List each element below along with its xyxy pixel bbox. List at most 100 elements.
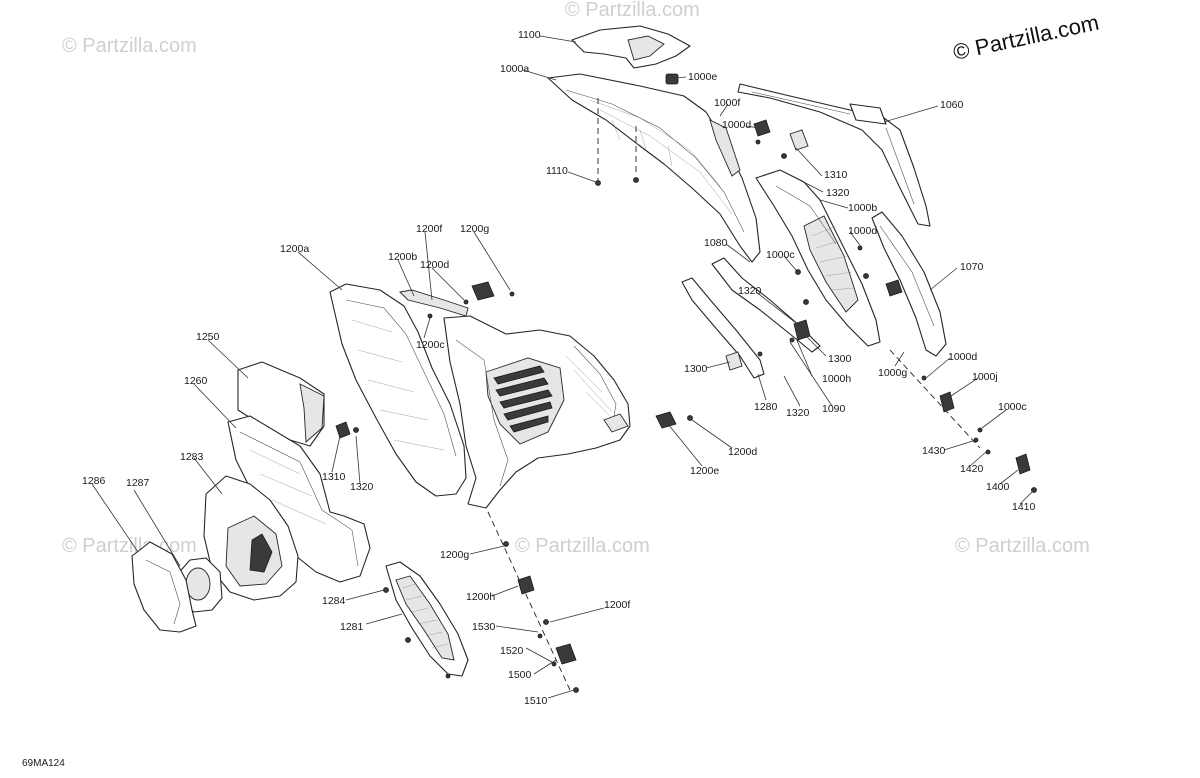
center-panels-assembly — [329, 281, 693, 509]
part-1200h-clip — [517, 575, 535, 595]
callout-1530: 1530 — [472, 621, 496, 633]
part-1070-strip — [871, 211, 947, 357]
part-fairing-badge — [603, 413, 629, 433]
part-1500-latch — [555, 643, 577, 665]
callout-1060: 1060 — [940, 99, 964, 111]
callout-1000b: 1000b — [848, 202, 877, 214]
part-1000h-clip — [793, 319, 811, 341]
callout-1200f-top: 1200f — [416, 223, 442, 235]
part-1000a-upper-cover — [547, 73, 761, 263]
leader-lines — [91, 35, 1033, 699]
callout-1500: 1500 — [508, 669, 532, 681]
callout-1310-top: 1310 — [824, 169, 848, 181]
callout-1410: 1410 — [1012, 501, 1036, 513]
callout-1000h: 1000h — [822, 373, 851, 385]
callout-1280: 1280 — [754, 401, 778, 413]
callout-1283: 1283 — [180, 451, 204, 463]
callout-1110: 1110 — [546, 165, 568, 177]
callout-1000d-mid: 1000d — [848, 225, 877, 237]
part-1000a-inner-edge — [565, 89, 745, 233]
callout-1520: 1520 — [500, 645, 524, 657]
callout-1281: 1281 — [340, 621, 364, 633]
callout-1200e: 1200e — [690, 465, 719, 477]
callout-1200h: 1200h — [466, 591, 495, 603]
callout-1090: 1090 — [822, 403, 846, 415]
callout-1320-low: 1320 — [786, 407, 810, 419]
brand-logo-text: © Partzilla.com — [951, 10, 1101, 65]
callout-1200f-low: 1200f — [604, 599, 630, 611]
callout-1000g: 1000g — [878, 367, 907, 379]
callout-1000f: 1000f — [714, 97, 740, 109]
part-1200a-inner-panel — [329, 283, 467, 497]
left-glovebox-assembly — [131, 361, 371, 633]
part-1400-latch — [1015, 453, 1031, 475]
watermark-right-mid: © Partzilla.com — [955, 535, 1090, 557]
callout-1310-low: 1310 — [322, 471, 346, 483]
callout-1320-top: 1320 — [826, 187, 850, 199]
part-1000d-clip-top — [753, 119, 771, 137]
part-1060-end — [849, 103, 887, 125]
callout-1200c: 1200c — [416, 339, 445, 351]
figure-reference: 69MA124 — [22, 758, 65, 769]
part-1000e-clip — [665, 73, 679, 85]
callout-1080: 1080 — [704, 237, 728, 249]
part-1110-screw — [595, 180, 601, 186]
callout-1100: 1100 — [518, 29, 541, 41]
callout-1200d-low: 1200d — [728, 446, 757, 458]
callout-1300-left: 1300 — [684, 363, 708, 375]
callout-1430: 1430 — [922, 445, 946, 457]
callout-1070: 1070 — [960, 261, 984, 273]
part-1000g-clip — [885, 279, 903, 297]
callout-1200g-low: 1200g — [440, 549, 469, 561]
callout-1000d-top: 1000d — [722, 119, 751, 131]
callout-1287: 1287 — [126, 477, 150, 489]
callout-labels: 1100 1000a 1000e 1000f 1000d 1060 1310 1… — [82, 29, 1036, 707]
part-1080-strip — [711, 257, 821, 353]
part-fairing-louvers — [493, 365, 553, 433]
part-1281-grille-mesh — [395, 575, 455, 661]
part-1000j-clip — [939, 391, 955, 413]
callout-1300-mid: 1300 — [828, 353, 852, 365]
part-1200b-trim — [399, 289, 469, 317]
callout-1260: 1260 — [184, 375, 208, 387]
callout-1000d-right: 1000d — [948, 351, 977, 363]
callout-1320-left: 1320 — [350, 481, 374, 493]
right-hardware-stack — [889, 349, 1037, 493]
watermark-top-mid: © Partzilla.com — [565, 0, 700, 21]
watermarks: © Partzilla.com © Partzilla.com © Partzi… — [62, 0, 1090, 557]
part-1300-bracket — [725, 351, 743, 371]
part-1200e-clip — [655, 411, 677, 429]
watermark-top-left: © Partzilla.com — [62, 35, 197, 57]
callout-1000c-right: 1000c — [998, 401, 1027, 413]
part-1310-bracket-top — [789, 129, 809, 151]
callout-1000c-mid: 1000c — [766, 249, 795, 261]
callout-1286: 1286 — [82, 475, 106, 487]
callout-1000a: 1000a — [500, 63, 529, 75]
lower-center-hardware — [487, 511, 579, 693]
callout-1420: 1420 — [960, 463, 984, 475]
callout-1200a: 1200a — [280, 243, 309, 255]
upper-console-assembly — [547, 25, 931, 263]
part-1100-handle-detail — [627, 35, 665, 61]
callout-1000j: 1000j — [972, 371, 998, 383]
callout-1200d-top: 1200d — [420, 259, 449, 271]
callout-1320-mid: 1320 — [738, 285, 762, 297]
part-1310-bracket-mid — [335, 421, 351, 439]
watermark-left-mid: © Partzilla.com — [62, 535, 197, 557]
right-side-panel-assembly — [681, 169, 947, 379]
callout-1510: 1510 — [524, 695, 548, 707]
callout-1200g-top: 1200g — [460, 223, 489, 235]
watermark-center: © Partzilla.com — [515, 535, 650, 557]
part-1060-trim — [737, 83, 931, 227]
callout-1250: 1250 — [196, 331, 220, 343]
part-1000b-vent — [803, 215, 859, 313]
callout-1200b: 1200b — [388, 251, 417, 263]
part-1200d-clip-top — [471, 281, 495, 301]
callout-1400: 1400 — [986, 481, 1010, 493]
lower-grille-assembly — [383, 561, 469, 679]
part-1000a-bracket — [709, 119, 741, 177]
callout-1000e: 1000e — [688, 71, 717, 83]
callout-1284: 1284 — [322, 595, 346, 607]
part-1090-strip — [681, 277, 765, 379]
